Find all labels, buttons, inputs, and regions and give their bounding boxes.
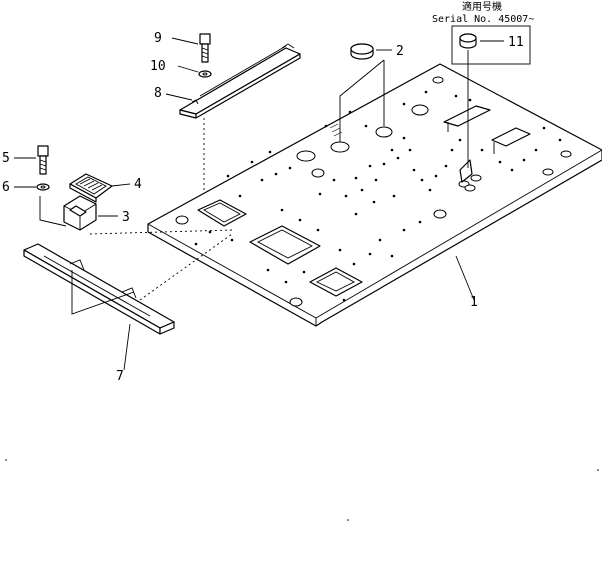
plate-bracket [443,105,491,127]
callout-3: 3 [122,210,130,225]
serial-number-label: Serial No. 45007~ [432,14,534,25]
plate-hole [289,297,303,307]
lower-cover-strip [23,243,175,335]
callout-4: 4 [134,177,142,192]
upper-cover-strip [179,43,301,119]
leader-line [455,255,475,301]
plate-opening-front [197,199,247,227]
callout-7: 7 [116,369,124,384]
serial-callout-box [451,25,531,65]
leader-line [177,65,199,73]
leader-line [171,37,199,45]
floor-plate [147,63,602,327]
plate-tab [459,159,473,183]
callout-11: 11 [508,35,524,50]
mounting-bracket [63,195,97,231]
upper-washer [198,70,212,78]
plate-hole [311,168,325,178]
callout-8: 8 [154,86,162,101]
applicability-label: 適用号機 [462,0,502,13]
plate-hole [330,141,350,153]
grommet-cap [350,43,374,60]
callout-5: 5 [2,151,10,166]
plate-hole [432,76,444,84]
plate-hole [464,184,476,192]
assembly-line [139,233,233,301]
plate-hole [175,215,189,225]
plate-opening-rear [309,267,363,297]
plate-hole [560,150,572,158]
callout-9: 9 [154,31,162,46]
left-washer [36,183,50,191]
leader-line [123,323,131,371]
plate-opening-center [249,225,321,265]
assembly-line [39,196,67,227]
assembly-line [89,229,233,235]
plate-hole [542,168,554,176]
plate-hole [470,174,482,182]
plate-bolt-holes [194,90,562,302]
plate-hole [375,126,393,138]
left-bolt [37,145,49,175]
plate-hole [296,150,316,162]
callout-10: 10 [150,59,166,74]
callout-1: 1 [470,295,478,310]
upper-bolt [199,33,211,63]
plate-hole [433,209,447,219]
small-cap [459,33,477,49]
leader-line [111,183,131,187]
assembly-line [339,59,385,142]
plate-hole [411,104,429,116]
rubber-pad [69,173,113,203]
callout-6: 6 [2,180,10,195]
callout-2: 2 [396,44,404,59]
plate-bracket [491,127,531,147]
assembly-line [71,270,135,315]
leader-line [165,93,193,101]
